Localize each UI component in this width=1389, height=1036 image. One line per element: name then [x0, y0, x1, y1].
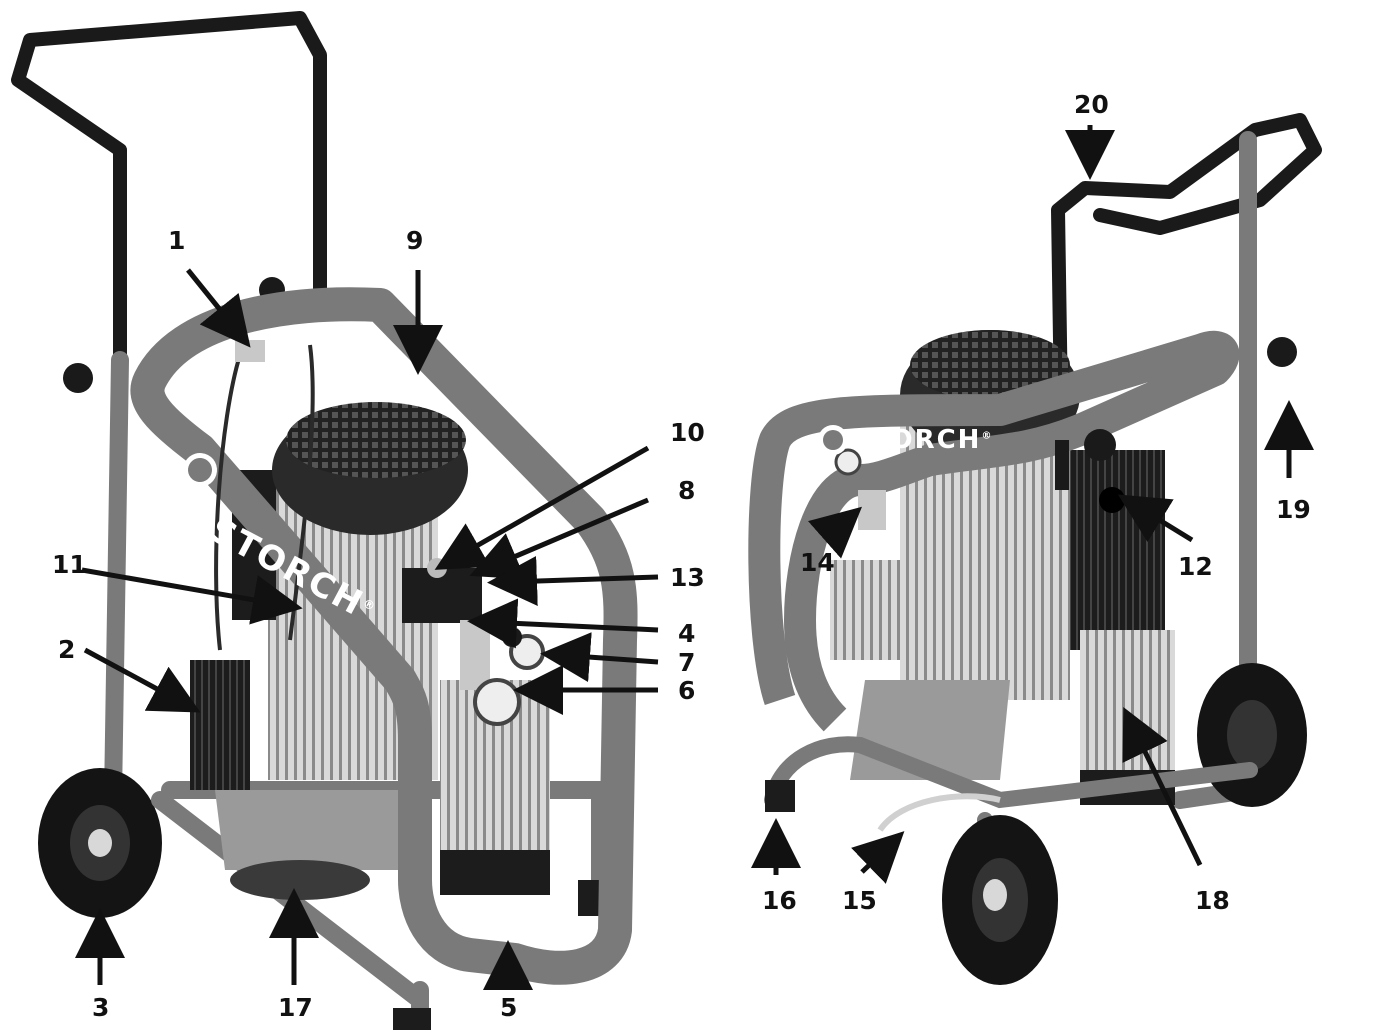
callout-19: 19: [1276, 495, 1311, 524]
callout-13: 13: [670, 563, 705, 592]
arrow-12: [1117, 494, 1194, 543]
callout-arrows: [75, 125, 1314, 990]
arrow-15: [851, 831, 905, 884]
callout-1: 1: [168, 226, 186, 255]
callout-20: 20: [1074, 90, 1109, 119]
clamp-knob-left: [63, 363, 93, 393]
handle-bar-right-view: [1051, 113, 1322, 477]
switch-button-left-view: [427, 558, 447, 578]
compressor-head-right-right-view: [1080, 630, 1175, 780]
storch-logo-right-view: [818, 425, 848, 455]
callout-4: 4: [678, 619, 696, 648]
storch-logo-left-view: [183, 453, 217, 487]
electrical-box-left-view: [190, 660, 250, 790]
arrow-7: [540, 632, 659, 683]
pump-housing-left-view: [215, 790, 425, 870]
pressure-gauge-left-view: [473, 678, 521, 726]
gauge-right-view: [834, 448, 862, 476]
registered-mark-right: ®: [981, 430, 994, 442]
tank-bottom-left-view: [230, 860, 370, 900]
protective-frame-left-view: [130, 287, 638, 985]
arrow-1: [186, 268, 251, 348]
arrow-18: [1122, 707, 1203, 867]
callout-15: 15: [842, 886, 877, 915]
callout-2: 2: [58, 635, 76, 664]
protective-frame-right-view: [748, 330, 1240, 732]
quick-coupling-left-view: [235, 340, 265, 362]
compressor-head-left-right-view: [830, 560, 925, 660]
arrow-14: [807, 506, 862, 559]
logo-wordmark-right: STORCH: [850, 425, 982, 455]
clamp-knob-right-view: [1267, 337, 1297, 367]
callout-17: 17: [278, 993, 313, 1022]
carry-tube-right-view: [877, 793, 1001, 832]
rear-wheel-hub-right-view: [1227, 700, 1277, 770]
callout-9: 9: [406, 226, 424, 255]
air-outlet-right-view: [858, 490, 886, 530]
regulator-knob-left-view: [502, 627, 522, 647]
wheel-cap-left-view: [88, 829, 112, 857]
foot-pad-right-view: [765, 780, 795, 812]
callout-3: 3: [92, 993, 110, 1022]
compressor-base-left-view: [440, 850, 550, 895]
arrow-2: [83, 647, 201, 713]
callout-5: 5: [500, 993, 518, 1022]
motor-grill-right-view: [910, 330, 1070, 400]
callout-18: 18: [1195, 886, 1230, 915]
front-wheel-cap-right-view: [983, 879, 1007, 911]
motor-grill-left-view: [286, 402, 466, 478]
drain-opening-right-view: [1099, 487, 1125, 513]
arrow-11: [81, 567, 303, 625]
callout-6: 6: [678, 676, 696, 705]
electrical-box-right-view: [1065, 450, 1165, 650]
arrow-13: [487, 556, 659, 606]
compressor-rear-view: [748, 113, 1322, 985]
callout-7: 7: [678, 648, 696, 677]
arrow-4: [467, 598, 659, 649]
storch-logo-text-right: STORCH®: [850, 425, 993, 455]
handle-bar-left-view: [11, 11, 327, 392]
callout-14: 14: [800, 548, 835, 577]
callout-10: 10: [670, 418, 705, 447]
compressor-front-view: [11, 11, 638, 1030]
foot-pad-left-view: [393, 1008, 431, 1030]
regulator-block-left-view: [460, 620, 490, 690]
callout-8: 8: [678, 476, 696, 505]
knob-near-box-right-view: [1084, 429, 1116, 461]
callout-16: 16: [762, 886, 797, 915]
callout-12: 12: [1178, 552, 1213, 581]
callout-11: 11: [52, 550, 87, 579]
